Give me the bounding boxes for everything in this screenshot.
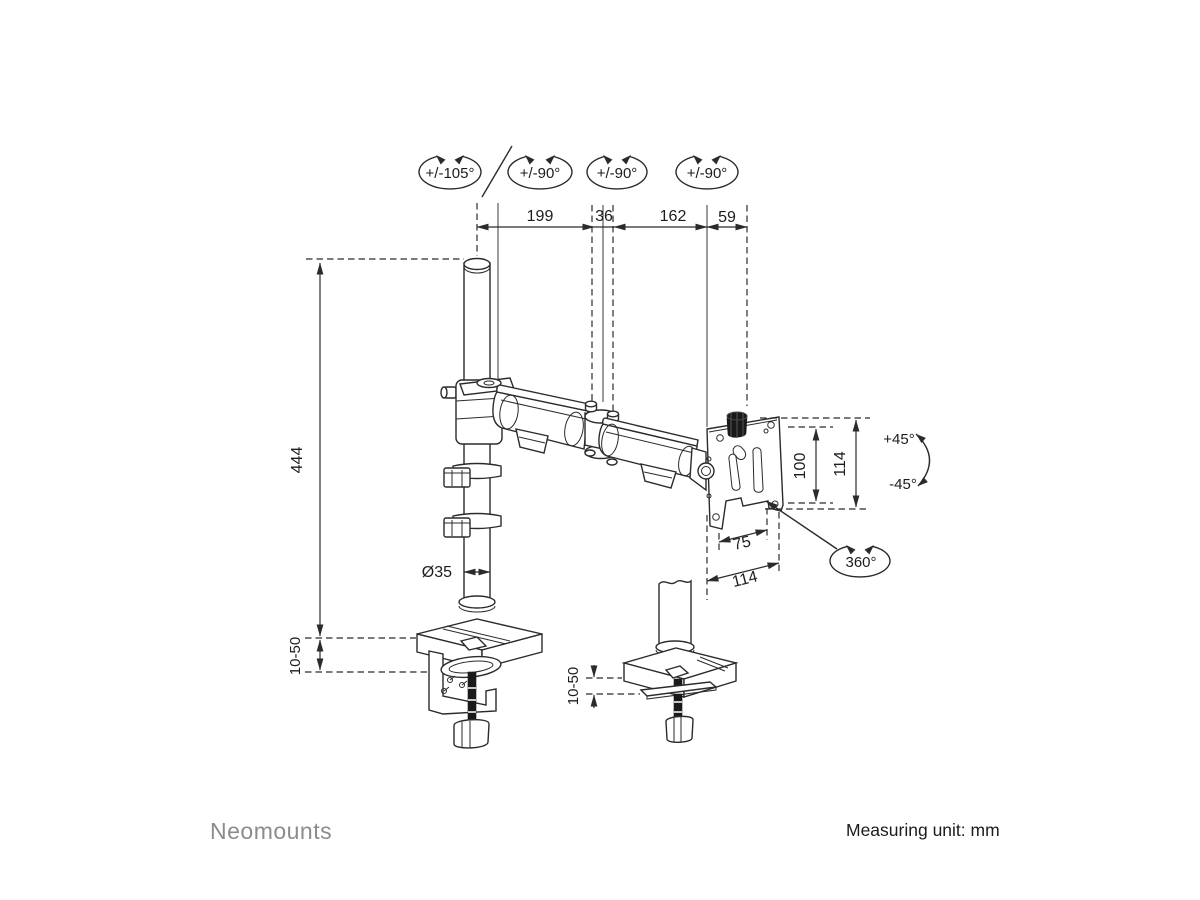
dim-plate-height-label: 114 bbox=[832, 451, 849, 477]
tilt-pivot-bolt bbox=[697, 462, 715, 480]
dim-vesa-horizontal-label: 75 bbox=[731, 533, 752, 554]
vesa-keyhole-slot-left bbox=[728, 453, 741, 491]
rotation-joint3-label: +/-90° bbox=[687, 165, 728, 182]
rotation-joint1-label: +/-90° bbox=[520, 165, 561, 182]
vesa-keyhole-slot-right bbox=[752, 447, 764, 493]
arm-cable-clip-2 bbox=[640, 463, 677, 489]
rotation-joint2-label: +/-90° bbox=[597, 165, 638, 182]
tilt-up-label: +45° bbox=[883, 431, 914, 448]
dim-clamp-left: 10-50 bbox=[287, 637, 441, 675]
dim-vesa-vertical-label: 100 bbox=[792, 453, 809, 480]
pole-cable-clip-2 bbox=[443, 512, 502, 538]
vesa-hole-top-right bbox=[767, 421, 775, 429]
dim-clamp-right-label: 10-50 bbox=[565, 667, 582, 705]
pole-cable-clip-1 bbox=[443, 462, 502, 488]
clamp-screw-rod bbox=[467, 671, 477, 724]
grommet-knob bbox=[665, 715, 694, 743]
tilt-indicator: +45° -45° bbox=[883, 431, 931, 493]
rotation-360-label: 360° bbox=[845, 554, 876, 571]
left-desk-clamp bbox=[416, 595, 543, 749]
dim-clamp-left-label: 10-50 bbox=[287, 637, 304, 675]
dim-pole-height: 444 bbox=[289, 258, 464, 637]
dim-pole-diameter-label: Ø35 bbox=[422, 564, 452, 581]
pole-top-cap bbox=[463, 257, 491, 271]
pole-stub bbox=[658, 579, 692, 649]
brand-logo: Neomounts bbox=[210, 818, 332, 844]
right-grommet-clamp bbox=[621, 579, 739, 743]
dim-arm-segment-1: 199 bbox=[527, 208, 554, 225]
rotation-360-indicator: 360° bbox=[765, 500, 891, 578]
vesa-hole-bottom-left bbox=[712, 513, 720, 521]
rotation-pole-swivel-label: +/-105° bbox=[426, 165, 475, 182]
arm-upper-link bbox=[492, 384, 590, 450]
arm-assembly bbox=[492, 384, 707, 492]
dim-pole-diameter: Ø35 bbox=[422, 564, 491, 581]
dim-plate-width-label: 114 bbox=[730, 568, 759, 591]
leader-line bbox=[481, 145, 513, 198]
arm-lower-link bbox=[598, 417, 699, 479]
dim-vesa-vertical: 100 114 bbox=[760, 417, 870, 510]
dim-joint-width: 36 bbox=[595, 208, 613, 225]
dim-pole-height-label: 444 bbox=[289, 447, 306, 474]
arm-cable-clip-1 bbox=[515, 428, 549, 454]
dim-arm-segment-2: 162 bbox=[660, 208, 687, 225]
clamp-knob bbox=[453, 719, 490, 749]
vesa-plate bbox=[697, 411, 784, 530]
vesa-thumbscrew-knob bbox=[726, 411, 748, 438]
c-clamp-bracket bbox=[428, 650, 497, 715]
tilt-down-label: -45° bbox=[889, 476, 917, 493]
top-dimension-line: 199 36 162 59 bbox=[476, 203, 748, 427]
dim-vesa-offset: 59 bbox=[718, 209, 736, 226]
measuring-unit-note: Measuring unit: mm bbox=[846, 820, 1000, 840]
dim-clamp-right: 10-50 bbox=[565, 665, 640, 708]
top-rotation-indicators: +/-105° +/-90° +/-90° +/-90° bbox=[418, 145, 739, 198]
pole-assembly bbox=[440, 257, 515, 601]
pole-base-collar bbox=[458, 595, 496, 609]
vesa-plate-outline bbox=[706, 416, 784, 530]
dim-vesa-horizontal: 75 114 bbox=[706, 508, 780, 600]
vesa-hole-top-left bbox=[716, 434, 724, 442]
